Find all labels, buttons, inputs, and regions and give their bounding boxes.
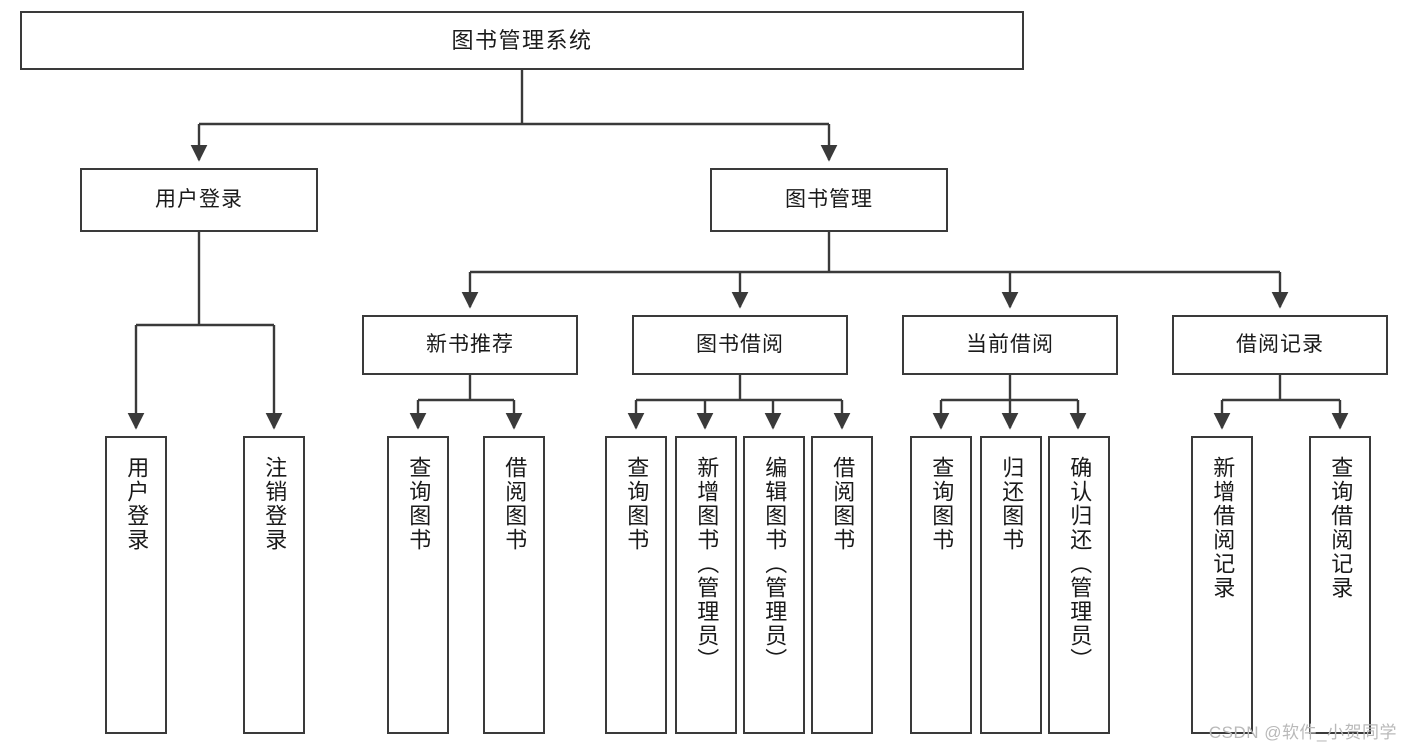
node-label: 图书借阅 xyxy=(696,332,784,356)
node-leaf-add-book-admin[interactable]: 新增图书（管理员） xyxy=(675,436,737,734)
node-user-login[interactable]: 用户登录 xyxy=(80,168,318,232)
node-label: 用户登录 xyxy=(155,187,243,211)
node-leaf-return-book[interactable]: 归还图书 xyxy=(980,436,1042,734)
node-label: 确认归还（管理员） xyxy=(1067,456,1093,672)
node-label: 图书管理系统 xyxy=(451,27,593,53)
node-label: 当前借阅 xyxy=(966,332,1054,356)
node-label: 查询图书 xyxy=(406,456,432,552)
node-label: 借阅图书 xyxy=(502,456,528,552)
node-borrow-record[interactable]: 借阅记录 xyxy=(1172,315,1388,375)
node-new-book-recommend[interactable]: 新书推荐 xyxy=(362,315,578,375)
node-label: 查询借阅记录 xyxy=(1328,456,1354,600)
node-leaf-logout-login[interactable]: 注销登录 xyxy=(243,436,305,734)
node-label: 用户登录 xyxy=(124,456,150,552)
node-leaf-query-borrow-record[interactable]: 查询借阅记录 xyxy=(1309,436,1371,734)
node-book-manage[interactable]: 图书管理 xyxy=(710,168,948,232)
node-label: 编辑图书（管理员） xyxy=(762,456,788,672)
node-label: 图书管理 xyxy=(785,187,873,211)
node-leaf-confirm-return-admin[interactable]: 确认归还（管理员） xyxy=(1048,436,1110,734)
node-leaf-user-login[interactable]: 用户登录 xyxy=(105,436,167,734)
node-label: 新增图书（管理员） xyxy=(694,456,720,672)
node-leaf-borrow-book-2[interactable]: 借阅图书 xyxy=(811,436,873,734)
node-label: 借阅记录 xyxy=(1236,332,1324,356)
node-label: 查询图书 xyxy=(624,456,650,552)
node-leaf-borrow-book-1[interactable]: 借阅图书 xyxy=(483,436,545,734)
watermark-text: CSDN @软件_小贺同学 xyxy=(1208,723,1397,742)
node-leaf-query-book-2[interactable]: 查询图书 xyxy=(605,436,667,734)
node-book-borrow[interactable]: 图书借阅 xyxy=(632,315,848,375)
node-label: 查询图书 xyxy=(929,456,955,552)
node-current-borrow[interactable]: 当前借阅 xyxy=(902,315,1118,375)
node-label: 注销登录 xyxy=(262,456,288,552)
node-label: 新增借阅记录 xyxy=(1210,456,1236,600)
node-label: 归还图书 xyxy=(999,456,1025,552)
node-leaf-add-borrow-record[interactable]: 新增借阅记录 xyxy=(1191,436,1253,734)
node-label: 新书推荐 xyxy=(426,332,514,356)
node-leaf-edit-book-admin[interactable]: 编辑图书（管理员） xyxy=(743,436,805,734)
node-root-book-management-system[interactable]: 图书管理系统 xyxy=(20,11,1024,70)
node-leaf-query-book-3[interactable]: 查询图书 xyxy=(910,436,972,734)
node-leaf-query-book-1[interactable]: 查询图书 xyxy=(387,436,449,734)
node-label: 借阅图书 xyxy=(830,456,856,552)
